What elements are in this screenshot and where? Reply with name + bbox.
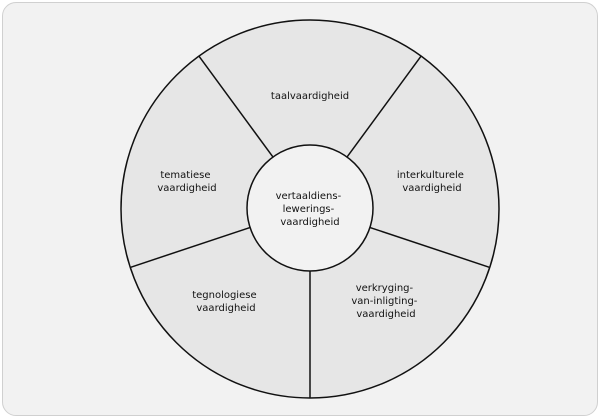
center-label: vertaaldiens- lewerings- vaardigheid — [276, 191, 345, 228]
segment-divider — [130, 226, 252, 269]
segment-label-line: van-inligting- — [351, 296, 417, 307]
segment-taalvaardigheid: taalvaardigheid — [271, 91, 349, 102]
segment-interkulturele: interkulturele vaardigheid — [397, 170, 467, 194]
segment-divider — [368, 226, 490, 269]
segment-divider — [345, 55, 422, 159]
segment-label-line: tematiese — [160, 170, 210, 181]
segment-tematiese: tematiese vaardigheid — [157, 170, 216, 194]
segment-label-line: taalvaardigheid — [271, 91, 349, 102]
center-label-line: lewerings- — [283, 204, 335, 215]
segment-verkryging: verkryging- van-inligting- vaardigheid — [351, 283, 420, 320]
segment-label-line: vaardigheid — [356, 309, 415, 320]
segment-label-line: vaardigheid — [402, 183, 461, 194]
center-circle — [246, 144, 374, 272]
segment-label-line: tegnologiese — [192, 290, 256, 301]
segment-divider — [198, 55, 275, 159]
segment-label-line: vaardigheid — [157, 183, 216, 194]
segment-label-line: vaardigheid — [196, 303, 255, 314]
segment-label-line: interkulturele — [397, 170, 464, 181]
segment-tegnologiese: tegnologiese vaardigheid — [192, 290, 260, 314]
center-label-line: vaardigheid — [280, 217, 339, 228]
segment-label-line: verkryging- — [356, 283, 414, 294]
center-label-line: vertaaldiens- — [276, 191, 342, 202]
